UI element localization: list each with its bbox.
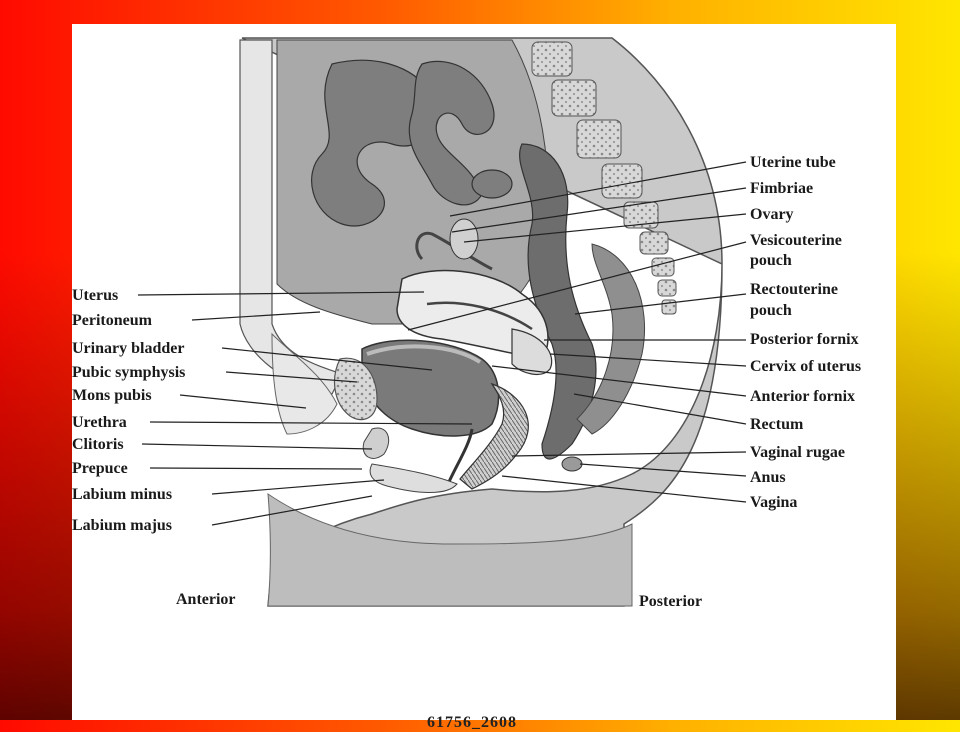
rectum-lower bbox=[576, 243, 646, 435]
label-clitoris: Clitoris bbox=[72, 436, 124, 453]
bladder-shape bbox=[361, 339, 500, 437]
label-prepuce: Prepuce bbox=[72, 460, 128, 477]
label-urinary-bladder: Urinary bladder bbox=[72, 340, 185, 357]
rectum-shape bbox=[519, 143, 597, 460]
pubic-symphysis-shape bbox=[333, 357, 378, 421]
label-fimbriae: Fimbriae bbox=[750, 180, 814, 197]
ovary-shape bbox=[449, 218, 479, 260]
label-rectouterine-pouch-line2: pouch bbox=[750, 302, 792, 319]
label-rectum: Rectum bbox=[750, 416, 804, 433]
label-anus: Anus bbox=[750, 469, 786, 486]
clitoris-shape bbox=[362, 427, 390, 459]
label-vesicouterine-pouch-line2: pouch bbox=[750, 252, 792, 269]
label-labium-majus: Labium majus bbox=[72, 517, 173, 534]
labia-shape bbox=[369, 463, 458, 493]
intestines bbox=[311, 59, 513, 227]
leader-lines-right bbox=[407, 161, 747, 503]
urethra-shape bbox=[446, 428, 474, 485]
label-vesicouterine-pouch-line1: Vesicouterine bbox=[750, 232, 842, 249]
label-anterior-fornix: Anterior fornix bbox=[750, 388, 856, 405]
label-uterine-tube: Uterine tube bbox=[750, 154, 836, 171]
thigh bbox=[267, 492, 633, 607]
uterine-tube-shape bbox=[415, 231, 493, 271]
diagram-panel: Uterus Peritoneum Urinary bladder Pubic … bbox=[72, 24, 896, 731]
label-vagina: Vagina bbox=[750, 494, 798, 511]
label-urethra: Urethra bbox=[72, 414, 127, 431]
anatomy-illustration bbox=[137, 37, 747, 607]
mons-shape bbox=[271, 332, 338, 435]
label-uterus: Uterus bbox=[72, 287, 119, 304]
orientation-anterior: Anterior bbox=[176, 591, 236, 608]
label-ovary: Ovary bbox=[750, 206, 794, 223]
figure-code: 61756_2608 bbox=[427, 714, 517, 731]
label-labium-minus: Labium minus bbox=[72, 486, 173, 503]
orientation-posterior: Posterior bbox=[639, 593, 703, 610]
label-pubic-symphysis: Pubic symphysis bbox=[72, 364, 186, 381]
vagina-shape bbox=[459, 382, 529, 490]
label-peritoneum: Peritoneum bbox=[72, 312, 152, 329]
label-rectouterine-pouch-line1: Rectouterine bbox=[750, 281, 838, 298]
label-posterior-fornix: Posterior fornix bbox=[750, 331, 859, 348]
label-mons-pubis: Mons pubis bbox=[72, 387, 152, 404]
label-cervix-of-uterus: Cervix of uterus bbox=[750, 358, 862, 375]
label-vaginal-rugae: Vaginal rugae bbox=[750, 444, 845, 461]
leader-lines-left bbox=[137, 291, 473, 526]
abdominal-wall bbox=[239, 39, 343, 395]
anus-shape bbox=[561, 456, 583, 472]
sacrum bbox=[531, 41, 677, 315]
